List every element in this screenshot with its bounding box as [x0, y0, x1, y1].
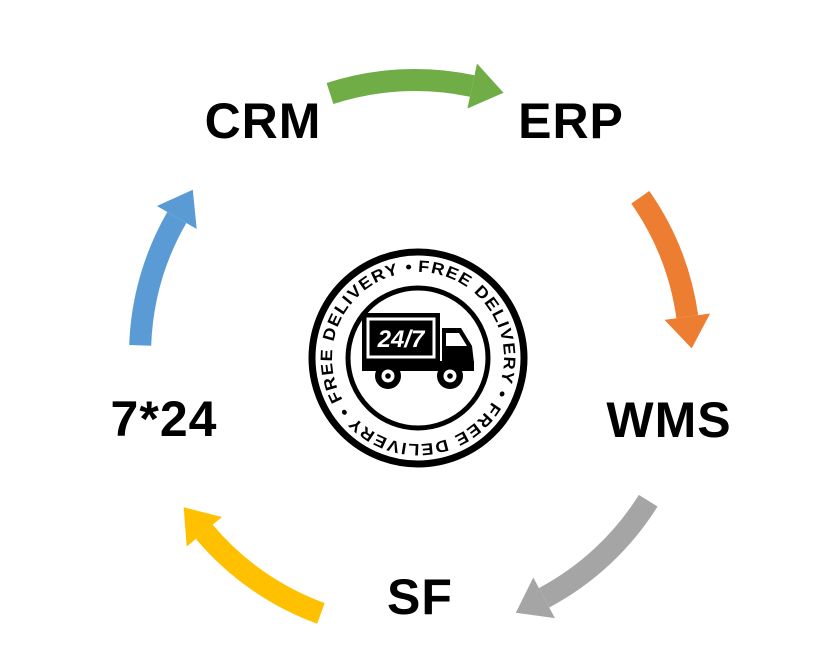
truck-front-wheel — [437, 363, 463, 389]
node-label-erp: ERP — [518, 93, 624, 149]
node-label-wms: WMS — [606, 392, 732, 448]
free-delivery-badge: FREE DELIVERY • FREE DELIVERY • FREE DEL… — [308, 248, 528, 468]
truck-cargo-box-border — [366, 317, 436, 359]
arrow-head — [515, 577, 555, 619]
truck-cargo-box — [362, 313, 440, 363]
arrow-body — [538, 494, 658, 608]
truck-rear-wheel — [375, 363, 401, 389]
arrow-body — [129, 212, 187, 346]
arrow-body — [195, 524, 325, 624]
arrow-724-to-crm — [129, 189, 197, 346]
arrow-head — [467, 63, 504, 109]
arrow-head — [183, 507, 222, 547]
arrow-crm-to-erp — [326, 63, 504, 109]
truck-24-7-label: 24/7 — [377, 326, 426, 353]
truck-chassis — [362, 361, 474, 371]
arrow-erp-to-wms — [631, 190, 711, 349]
node-label-crm: CRM — [204, 93, 322, 149]
arrow-wms-to-sf — [515, 494, 658, 619]
arrow-body — [631, 190, 699, 319]
arrow-head — [664, 313, 711, 349]
node-label-724: 7*24 — [110, 391, 218, 447]
node-label-sf: SF — [387, 569, 453, 625]
arrow-head — [156, 189, 197, 229]
arrow-body — [326, 69, 475, 104]
arrow-sf-to-724 — [183, 507, 325, 624]
truck-cab-window — [446, 333, 467, 346]
delivery-truck-icon: 24/7 — [362, 313, 474, 389]
